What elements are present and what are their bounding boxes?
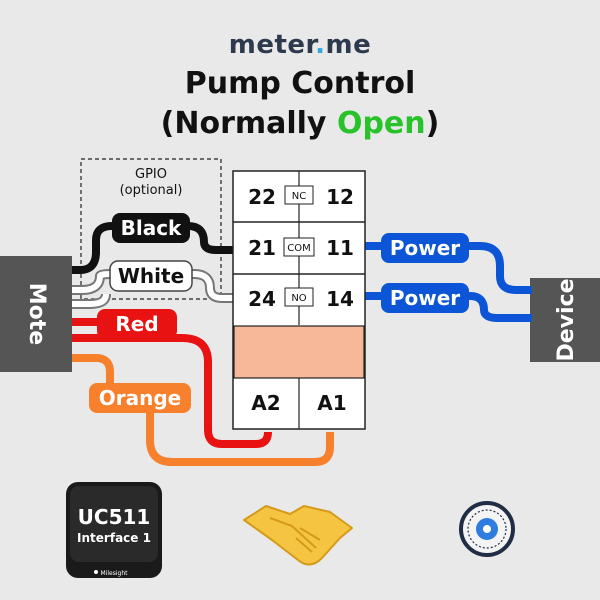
black-wire-label: Black: [121, 216, 182, 240]
handshake-icon: [243, 505, 353, 566]
mote-label: Mote: [24, 283, 49, 345]
power-wire-1: [364, 242, 532, 294]
terminal-11: 11: [326, 236, 354, 260]
uc-sub: Interface 1: [77, 531, 151, 545]
terminal-a2: A2: [251, 391, 280, 415]
uc511-device: UC511 Interface 1 Milesight: [66, 482, 162, 578]
logo-dot: .: [315, 30, 326, 60]
brand-logo: meter.me: [0, 30, 600, 60]
title-open-word: Open: [336, 106, 426, 141]
device-box: [530, 278, 600, 362]
power-wire-2-label: Power: [390, 286, 460, 310]
title-open-paren: (Normally: [160, 106, 337, 141]
terminal-12: 12: [326, 185, 354, 209]
uc-model: UC511: [78, 505, 151, 529]
gpio-label: GPIO: [135, 167, 167, 182]
terminal-14: 14: [326, 287, 354, 311]
tag-nc: NC: [292, 191, 306, 202]
terminal-a1: A1: [317, 391, 346, 415]
title-close-paren: ): [425, 106, 440, 141]
terminal-21: 21: [248, 236, 276, 260]
title-line-2: (Normally Open): [0, 106, 600, 141]
gpio-dashed-box: [80, 158, 222, 300]
uc-brand: Milesight: [101, 570, 129, 577]
power-wire-2-tag: [381, 283, 469, 313]
tag-com: COM: [287, 243, 310, 254]
terminal-24: 24: [248, 287, 276, 311]
pump-icon: [459, 501, 515, 557]
orange-wire-label: Orange: [99, 386, 181, 410]
white-wire-label: White: [118, 264, 184, 288]
terminal-22: 22: [248, 185, 276, 209]
power-wire-2: [364, 292, 532, 322]
relay-coil: [233, 325, 365, 379]
red-wire: [72, 334, 272, 448]
logo-text-b: me: [325, 30, 372, 60]
device-label: Device: [554, 278, 579, 361]
orange-wire: [72, 354, 334, 466]
red-wire-label: Red: [115, 312, 158, 336]
white-wire-tag: [109, 260, 193, 292]
black-wire-tag: [112, 213, 190, 243]
power-wire-1-label: Power: [390, 236, 460, 260]
relay-block: 22 NC 12 21 COM 11 24 NO 14 A2 A1: [232, 170, 366, 430]
title-line-1: Pump Control: [184, 66, 416, 101]
mote-box: [0, 256, 72, 372]
tag-no: NO: [291, 293, 306, 304]
gpio-sublabel: (optional): [120, 183, 183, 198]
power-wire-1-tag: [381, 233, 469, 263]
orange-wire-tag: [89, 383, 191, 413]
logo-text-a: meter: [228, 30, 316, 60]
red-wire-tag: [97, 309, 177, 339]
